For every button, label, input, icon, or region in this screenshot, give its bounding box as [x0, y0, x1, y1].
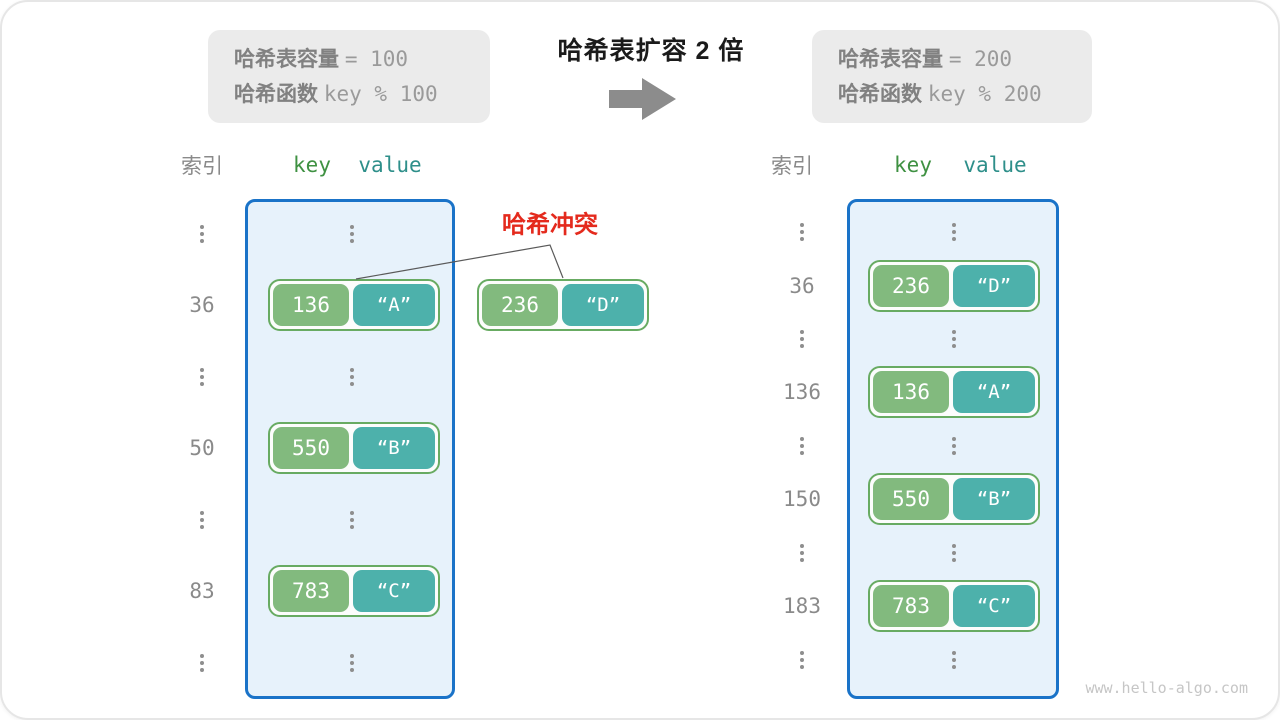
- hash-function-label: 哈希函数: [234, 82, 318, 106]
- ellipsis-icon: [800, 437, 804, 455]
- left-header-index: 索引: [181, 155, 223, 178]
- key-value-pair: 236 “D”: [868, 260, 1040, 312]
- right-header-value: value: [963, 153, 1027, 177]
- capacity-line: 哈希表容量 = 100: [234, 45, 490, 74]
- value-box: “D”: [953, 265, 1035, 307]
- index-label: 36: [189, 293, 215, 317]
- ellipsis-icon: [800, 544, 804, 562]
- key-value-pair: 783 “C”: [268, 565, 440, 617]
- hash-function-line: 哈希函数 key % 100: [234, 80, 490, 109]
- hash-function-value: key % 100: [323, 81, 438, 106]
- key-box: 136: [273, 284, 349, 326]
- capacity-label: 哈希表容量: [234, 47, 339, 71]
- value-box: “D”: [562, 284, 644, 326]
- ellipsis-icon: [350, 225, 354, 243]
- value-box: “C”: [353, 570, 435, 612]
- hash-info-panel-after: 哈希表容量 = 200 哈希函数 key % 200: [812, 30, 1092, 123]
- ellipsis-icon: [952, 651, 956, 669]
- index-label: 36: [789, 274, 815, 298]
- ellipsis-icon: [952, 223, 956, 241]
- index-label: 50: [189, 436, 215, 460]
- right-header-key: key: [894, 153, 932, 177]
- key-box: 136: [873, 371, 949, 413]
- key-value-pair: 783 “C”: [868, 580, 1040, 632]
- index-label: 183: [783, 594, 821, 618]
- hash-function-line: 哈希函数 key % 200: [838, 80, 1092, 109]
- key-value-pair: 550 “B”: [268, 422, 440, 474]
- capacity-line: 哈希表容量 = 200: [838, 45, 1092, 74]
- index-label: 136: [783, 380, 821, 404]
- ellipsis-icon: [200, 654, 204, 672]
- ellipsis-icon: [350, 654, 354, 672]
- capacity-value: = 200: [948, 46, 1013, 71]
- ellipsis-icon: [800, 651, 804, 669]
- value-box: “B”: [953, 478, 1035, 520]
- ellipsis-icon: [200, 225, 204, 243]
- capacity-value: = 100: [344, 46, 409, 71]
- key-box: 236: [482, 284, 558, 326]
- ellipsis-icon: [952, 330, 956, 348]
- ellipsis-icon: [350, 368, 354, 386]
- transition-title: 哈希表扩容 2 倍: [557, 37, 745, 65]
- ellipsis-icon: [200, 368, 204, 386]
- hash-function-value: key % 200: [927, 81, 1042, 106]
- value-box: “B”: [353, 427, 435, 469]
- key-box: 550: [273, 427, 349, 469]
- ellipsis-icon: [800, 223, 804, 241]
- key-box: 550: [873, 478, 949, 520]
- key-value-pair: 136 “A”: [868, 366, 1040, 418]
- hash-info-panel-before: 哈希表容量 = 100 哈希函数 key % 100: [208, 30, 490, 123]
- value-box: “C”: [953, 585, 1035, 627]
- index-label: 150: [783, 487, 821, 511]
- key-box: 783: [273, 570, 349, 612]
- collision-label: 哈希冲突: [502, 211, 598, 239]
- ellipsis-icon: [350, 511, 354, 529]
- right-header-index: 索引: [771, 155, 813, 178]
- index-label: 83: [189, 579, 215, 603]
- watermark: www.hello-algo.com: [1085, 679, 1248, 697]
- value-box: “A”: [353, 284, 435, 326]
- ellipsis-icon: [800, 330, 804, 348]
- capacity-label: 哈希表容量: [838, 47, 943, 71]
- hash-function-label: 哈希函数: [838, 82, 922, 106]
- left-header-key: key: [293, 153, 331, 177]
- key-value-pair: 550 “B”: [868, 473, 1040, 525]
- ellipsis-icon: [952, 544, 956, 562]
- colliding-key-value-pair: 236 “D”: [477, 279, 649, 331]
- key-box: 236: [873, 265, 949, 307]
- left-header-value: value: [358, 153, 422, 177]
- ellipsis-icon: [952, 437, 956, 455]
- key-value-pair: 136 “A”: [268, 279, 440, 331]
- ellipsis-icon: [200, 511, 204, 529]
- value-box: “A”: [953, 371, 1035, 413]
- key-box: 783: [873, 585, 949, 627]
